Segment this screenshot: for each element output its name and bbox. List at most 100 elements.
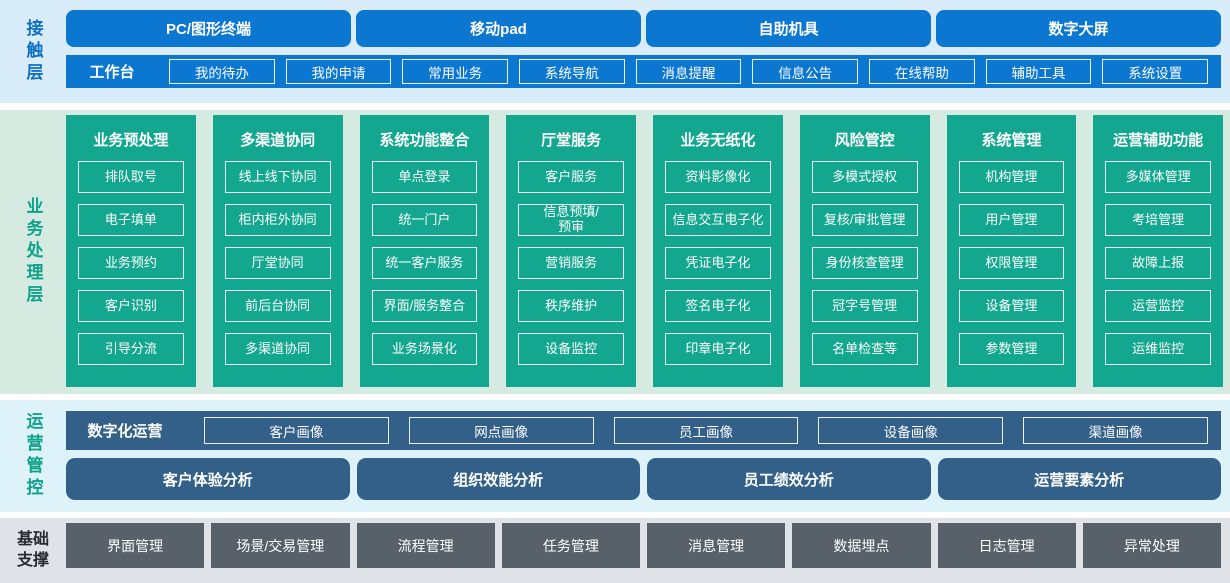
business-item[interactable]: 营销服务 xyxy=(518,247,624,279)
business-item[interactable]: 多媒体管理 xyxy=(1105,161,1211,193)
business-column: 风险管控 多模式授权 复核/审批管理 身份核查管理 冠字号管理 名单检查等 xyxy=(799,115,930,387)
business-item[interactable]: 运维监控 xyxy=(1105,333,1211,365)
business-item[interactable]: 单点登录 xyxy=(371,161,478,193)
analysis-box[interactable]: 运营要素分析 xyxy=(937,458,1221,500)
business-item[interactable]: 引导分流 xyxy=(78,333,184,365)
digital-operations-item[interactable]: 渠道画像 xyxy=(1023,417,1208,444)
business-columns: 业务预处理 排队取号 电子填单 业务预约 客户识别 引导分流 多渠道协同 线上线… xyxy=(66,115,1223,387)
channel-button[interactable]: PC/图形终端 xyxy=(66,10,351,47)
foundation-item[interactable]: 场景/交易管理 xyxy=(211,523,350,568)
workbench-item[interactable]: 信息公告 xyxy=(752,59,859,84)
operations-layer-label: 运营管控 xyxy=(0,400,66,512)
business-column-title: 业务预处理 xyxy=(93,132,169,149)
contact-layer-label: 接触层 xyxy=(0,0,66,103)
analysis-box[interactable]: 组织效能分析 xyxy=(356,458,640,500)
channel-button[interactable]: 移动pad xyxy=(356,10,641,47)
operations-layer-label-text: 运营管控 xyxy=(23,412,43,500)
workbench-bar: 工作台 我的待办 我的申请 常用业务 系统导航 消息提醒 信息公告 在线帮助 辅… xyxy=(66,55,1221,88)
business-column-title: 风险管控 xyxy=(834,132,895,149)
analysis-box[interactable]: 客户体验分析 xyxy=(66,458,350,500)
workbench-item[interactable]: 辅助工具 xyxy=(985,59,1092,84)
workbench-item[interactable]: 系统导航 xyxy=(519,59,625,84)
business-item[interactable]: 机构管理 xyxy=(958,161,1065,193)
business-item[interactable]: 多渠道协同 xyxy=(224,333,331,365)
foundation-layer-section: 基础支撑 界面管理 场景/交易管理 流程管理 任务管理 消息管理 数据埋点 日志… xyxy=(0,518,1230,583)
business-column-title: 运营辅助功能 xyxy=(1113,132,1204,149)
business-item[interactable]: 资料影像化 xyxy=(665,161,771,193)
foundation-item[interactable]: 数据埋点 xyxy=(792,523,931,568)
business-item[interactable]: 排队取号 xyxy=(78,161,184,193)
foundation-layer-label: 基础支撑 xyxy=(0,518,66,583)
digital-operations-item[interactable]: 员工画像 xyxy=(613,417,799,444)
business-layer-label: 业务处理层 xyxy=(0,110,66,394)
business-item[interactable]: 统一客户服务 xyxy=(371,247,478,279)
business-item[interactable]: 权限管理 xyxy=(958,247,1065,279)
business-item[interactable]: 签名电子化 xyxy=(665,290,771,322)
business-column-title: 系统管理 xyxy=(981,132,1042,149)
business-item[interactable]: 印章电子化 xyxy=(665,333,771,365)
business-column: 多渠道协同 线上线下协同 柜内柜外协同 厅堂协同 前后台协同 多渠道协同 xyxy=(212,115,343,387)
business-item[interactable]: 身份核查管理 xyxy=(811,247,918,279)
digital-operations-item[interactable]: 设备画像 xyxy=(818,417,1004,444)
channel-button[interactable]: 自助机具 xyxy=(646,10,931,47)
business-layer-section: 业务处理层 业务预处理 排队取号 电子填单 业务预约 客户识别 引导分流 多渠道… xyxy=(0,110,1230,394)
business-item[interactable]: 业务场景化 xyxy=(371,333,478,365)
operations-layer-section: 运营管控 数字化运营 客户画像 网点画像 员工画像 设备画像 渠道画像 客户体验… xyxy=(0,400,1230,512)
business-item[interactable]: 运营监控 xyxy=(1105,290,1211,322)
workbench-item[interactable]: 在线帮助 xyxy=(869,59,975,84)
workbench-item[interactable]: 常用业务 xyxy=(402,59,509,84)
business-item[interactable]: 柜内柜外协同 xyxy=(224,204,331,236)
contact-layer-section: 接触层 PC/图形终端 移动pad 自助机具 数字大屏 工作台 我的待办 我的申… xyxy=(0,0,1230,103)
workbench-item[interactable]: 系统设置 xyxy=(1102,59,1209,84)
business-item[interactable]: 界面/服务整合 xyxy=(371,290,478,322)
business-item[interactable]: 参数管理 xyxy=(958,333,1065,365)
digital-operations-item[interactable]: 网点画像 xyxy=(408,417,594,444)
business-item[interactable]: 客户识别 xyxy=(78,290,184,322)
workbench-item[interactable]: 我的待办 xyxy=(169,59,275,84)
workbench-item[interactable]: 消息提醒 xyxy=(635,59,742,84)
foundation-item[interactable]: 异常处理 xyxy=(1082,523,1221,568)
business-item[interactable]: 信息预填/ 预审 xyxy=(518,204,624,236)
business-item[interactable]: 故障上报 xyxy=(1105,247,1211,279)
business-column-title: 业务无纸化 xyxy=(680,132,756,149)
digital-operations-bar: 数字化运营 客户画像 网点画像 员工画像 设备画像 渠道画像 xyxy=(66,411,1221,450)
business-item[interactable]: 信息交互电子化 xyxy=(665,204,771,236)
business-column: 厅堂服务 客户服务 信息预填/ 预审 营销服务 秩序维护 设备监控 xyxy=(506,115,636,387)
foundation-item[interactable]: 日志管理 xyxy=(937,523,1076,568)
workbench-item[interactable]: 我的申请 xyxy=(285,59,392,84)
business-item[interactable]: 用户管理 xyxy=(958,204,1065,236)
business-item[interactable]: 冠字号管理 xyxy=(811,290,918,322)
foundation-item[interactable]: 消息管理 xyxy=(647,523,786,568)
business-column: 系统功能整合 单点登录 统一门户 统一客户服务 界面/服务整合 业务场景化 xyxy=(359,115,490,387)
business-layer-label-text: 业务处理层 xyxy=(23,197,43,307)
business-item[interactable]: 名单检查等 xyxy=(811,333,918,365)
business-column: 业务预处理 排队取号 电子填单 业务预约 客户识别 引导分流 xyxy=(66,115,196,387)
business-item[interactable]: 设备监控 xyxy=(518,333,624,365)
business-item[interactable]: 复核/审批管理 xyxy=(811,204,918,236)
foundation-item[interactable]: 流程管理 xyxy=(356,523,495,568)
business-item[interactable]: 统一门户 xyxy=(371,204,478,236)
channel-row: PC/图形终端 移动pad 自助机具 数字大屏 xyxy=(66,10,1221,47)
business-item[interactable]: 凭证电子化 xyxy=(665,247,771,279)
business-item[interactable]: 秩序维护 xyxy=(518,290,624,322)
foundation-item[interactable]: 任务管理 xyxy=(501,523,640,568)
business-column-title: 多渠道协同 xyxy=(240,132,316,149)
business-item[interactable]: 厅堂协同 xyxy=(224,247,331,279)
analysis-row: 客户体验分析 组织效能分析 员工绩效分析 运营要素分析 xyxy=(66,458,1221,500)
foundation-item[interactable]: 界面管理 xyxy=(66,523,205,568)
business-item[interactable]: 多模式授权 xyxy=(811,161,918,193)
business-column-title: 系统功能整合 xyxy=(379,132,470,149)
analysis-box[interactable]: 员工绩效分析 xyxy=(647,458,931,500)
contact-layer-label-text: 接触层 xyxy=(23,18,43,85)
digital-operations-item[interactable]: 客户画像 xyxy=(204,417,389,444)
business-item[interactable]: 业务预约 xyxy=(78,247,184,279)
business-item[interactable]: 线上线下协同 xyxy=(224,161,331,193)
business-item[interactable]: 设备管理 xyxy=(958,290,1065,322)
business-item[interactable]: 前后台协同 xyxy=(224,290,331,322)
business-column: 系统管理 机构管理 用户管理 权限管理 设备管理 参数管理 xyxy=(946,115,1077,387)
business-item[interactable]: 客户服务 xyxy=(518,161,624,193)
channel-button[interactable]: 数字大屏 xyxy=(936,10,1221,47)
business-item[interactable]: 电子填单 xyxy=(78,204,184,236)
business-item[interactable]: 考培管理 xyxy=(1105,204,1211,236)
foundation-layer-label-text: 基础支撑 xyxy=(16,530,49,569)
